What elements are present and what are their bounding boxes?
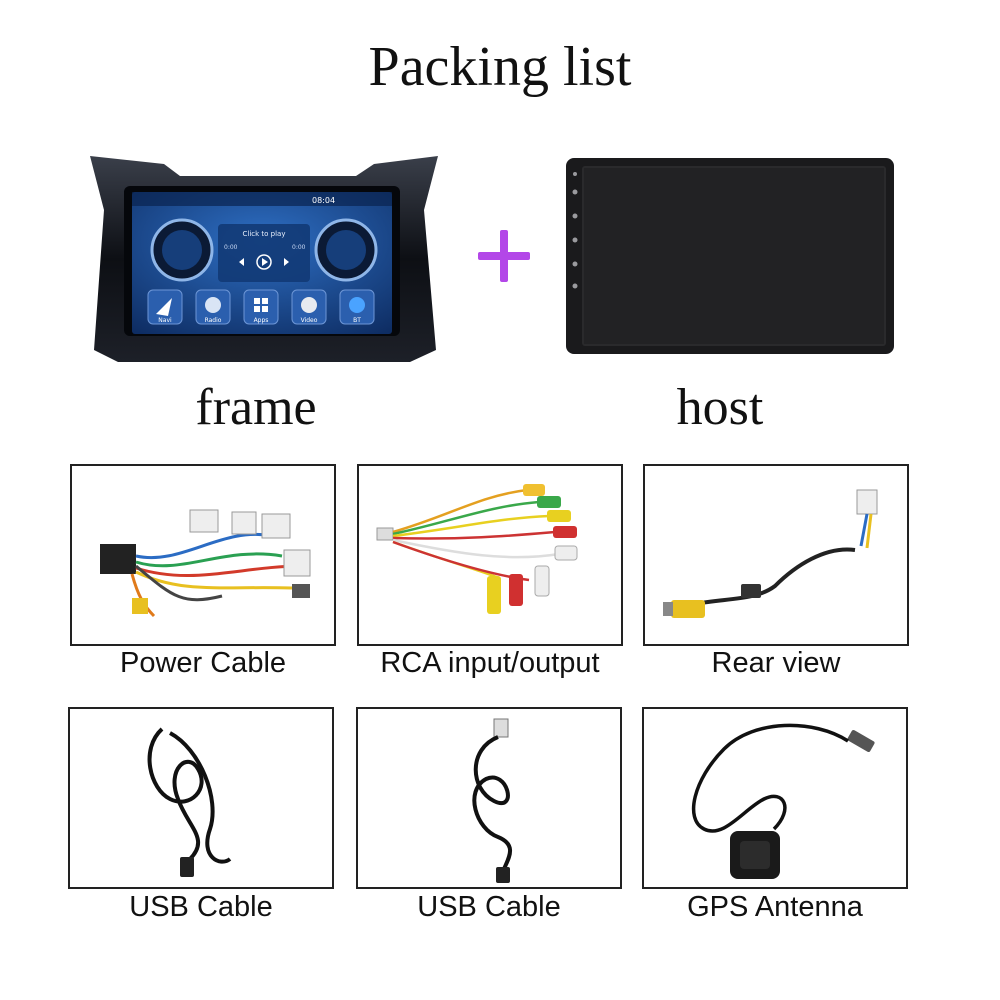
item-box-rear-view <box>643 464 909 646</box>
svg-text:Click to play: Click to play <box>243 230 286 238</box>
item-label: USB Cable <box>129 891 273 923</box>
rca-cable-icon <box>376 484 578 614</box>
host-label: host <box>676 379 764 436</box>
app-row <box>147 289 375 325</box>
item-box-usb-cable-2 <box>356 707 622 889</box>
item-label: RCA input/output <box>380 647 600 679</box>
frame-label: frame <box>195 379 317 436</box>
svg-text:BT: BT <box>353 317 361 324</box>
item-label: Rear view <box>711 647 841 679</box>
host-product-image <box>566 158 894 354</box>
usb-cable-icon <box>472 718 512 883</box>
item-box-power-cable <box>70 464 336 646</box>
svg-text:0:00: 0:00 <box>224 244 238 251</box>
rear-view-cable-icon <box>663 489 878 618</box>
item-box-rca <box>357 464 623 646</box>
svg-text:Video: Video <box>301 317 318 324</box>
frame-product-image: 08:04 Click to play 0:00 0:00 Navi Radi <box>84 150 444 370</box>
item-box-gps-antenna <box>642 707 908 889</box>
svg-text:Navi: Navi <box>158 317 172 324</box>
plus-icon <box>478 230 530 282</box>
item-label: Power Cable <box>119 647 287 679</box>
svg-text:0:00: 0:00 <box>292 244 306 251</box>
usb-cable-icon <box>147 727 232 877</box>
item-label: GPS Antenna <box>687 891 863 923</box>
item-label: USB Cable <box>417 891 561 923</box>
svg-text:Radio: Radio <box>205 317 222 324</box>
gps-antenna-icon <box>691 723 875 879</box>
item-box-usb-cable-1 <box>68 707 334 889</box>
power-cable-icon <box>100 509 311 618</box>
status-time: 08:04 <box>312 196 335 205</box>
page-title: Packing list <box>368 36 632 98</box>
svg-text:Apps: Apps <box>254 317 269 324</box>
